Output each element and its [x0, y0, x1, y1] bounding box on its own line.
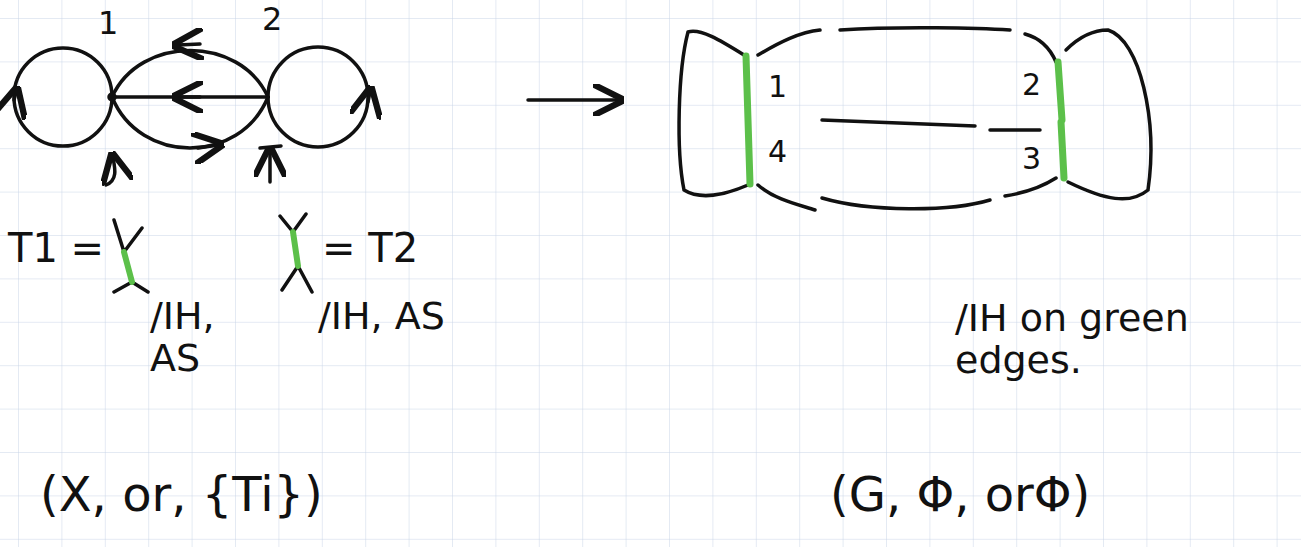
edge-number: 1 — [768, 70, 787, 103]
edge-number: 2 — [1022, 68, 1041, 101]
vertex-types — [114, 214, 312, 292]
graph-x — [14, 44, 370, 185]
quotient-label: /IH, AS — [150, 296, 260, 380]
tuple-label: (X, or, {Ti}) — [40, 468, 323, 521]
edge-number: 3 — [1022, 142, 1041, 175]
vertex-number: 1 — [98, 6, 118, 41]
edge-number: 4 — [768, 135, 787, 168]
quotient-label: /IH on green edges. — [955, 298, 1295, 382]
type-label: = T2 — [322, 226, 418, 270]
map-arrow — [528, 98, 618, 102]
type-label: T1 = — [8, 226, 104, 270]
green-edges — [746, 56, 1064, 184]
vertex-number: 2 — [262, 2, 282, 37]
quotient-label: /IH, AS — [318, 296, 445, 338]
ribbon-graph — [679, 28, 1151, 210]
tuple-label: (G, Φ, orΦ) — [830, 468, 1090, 521]
